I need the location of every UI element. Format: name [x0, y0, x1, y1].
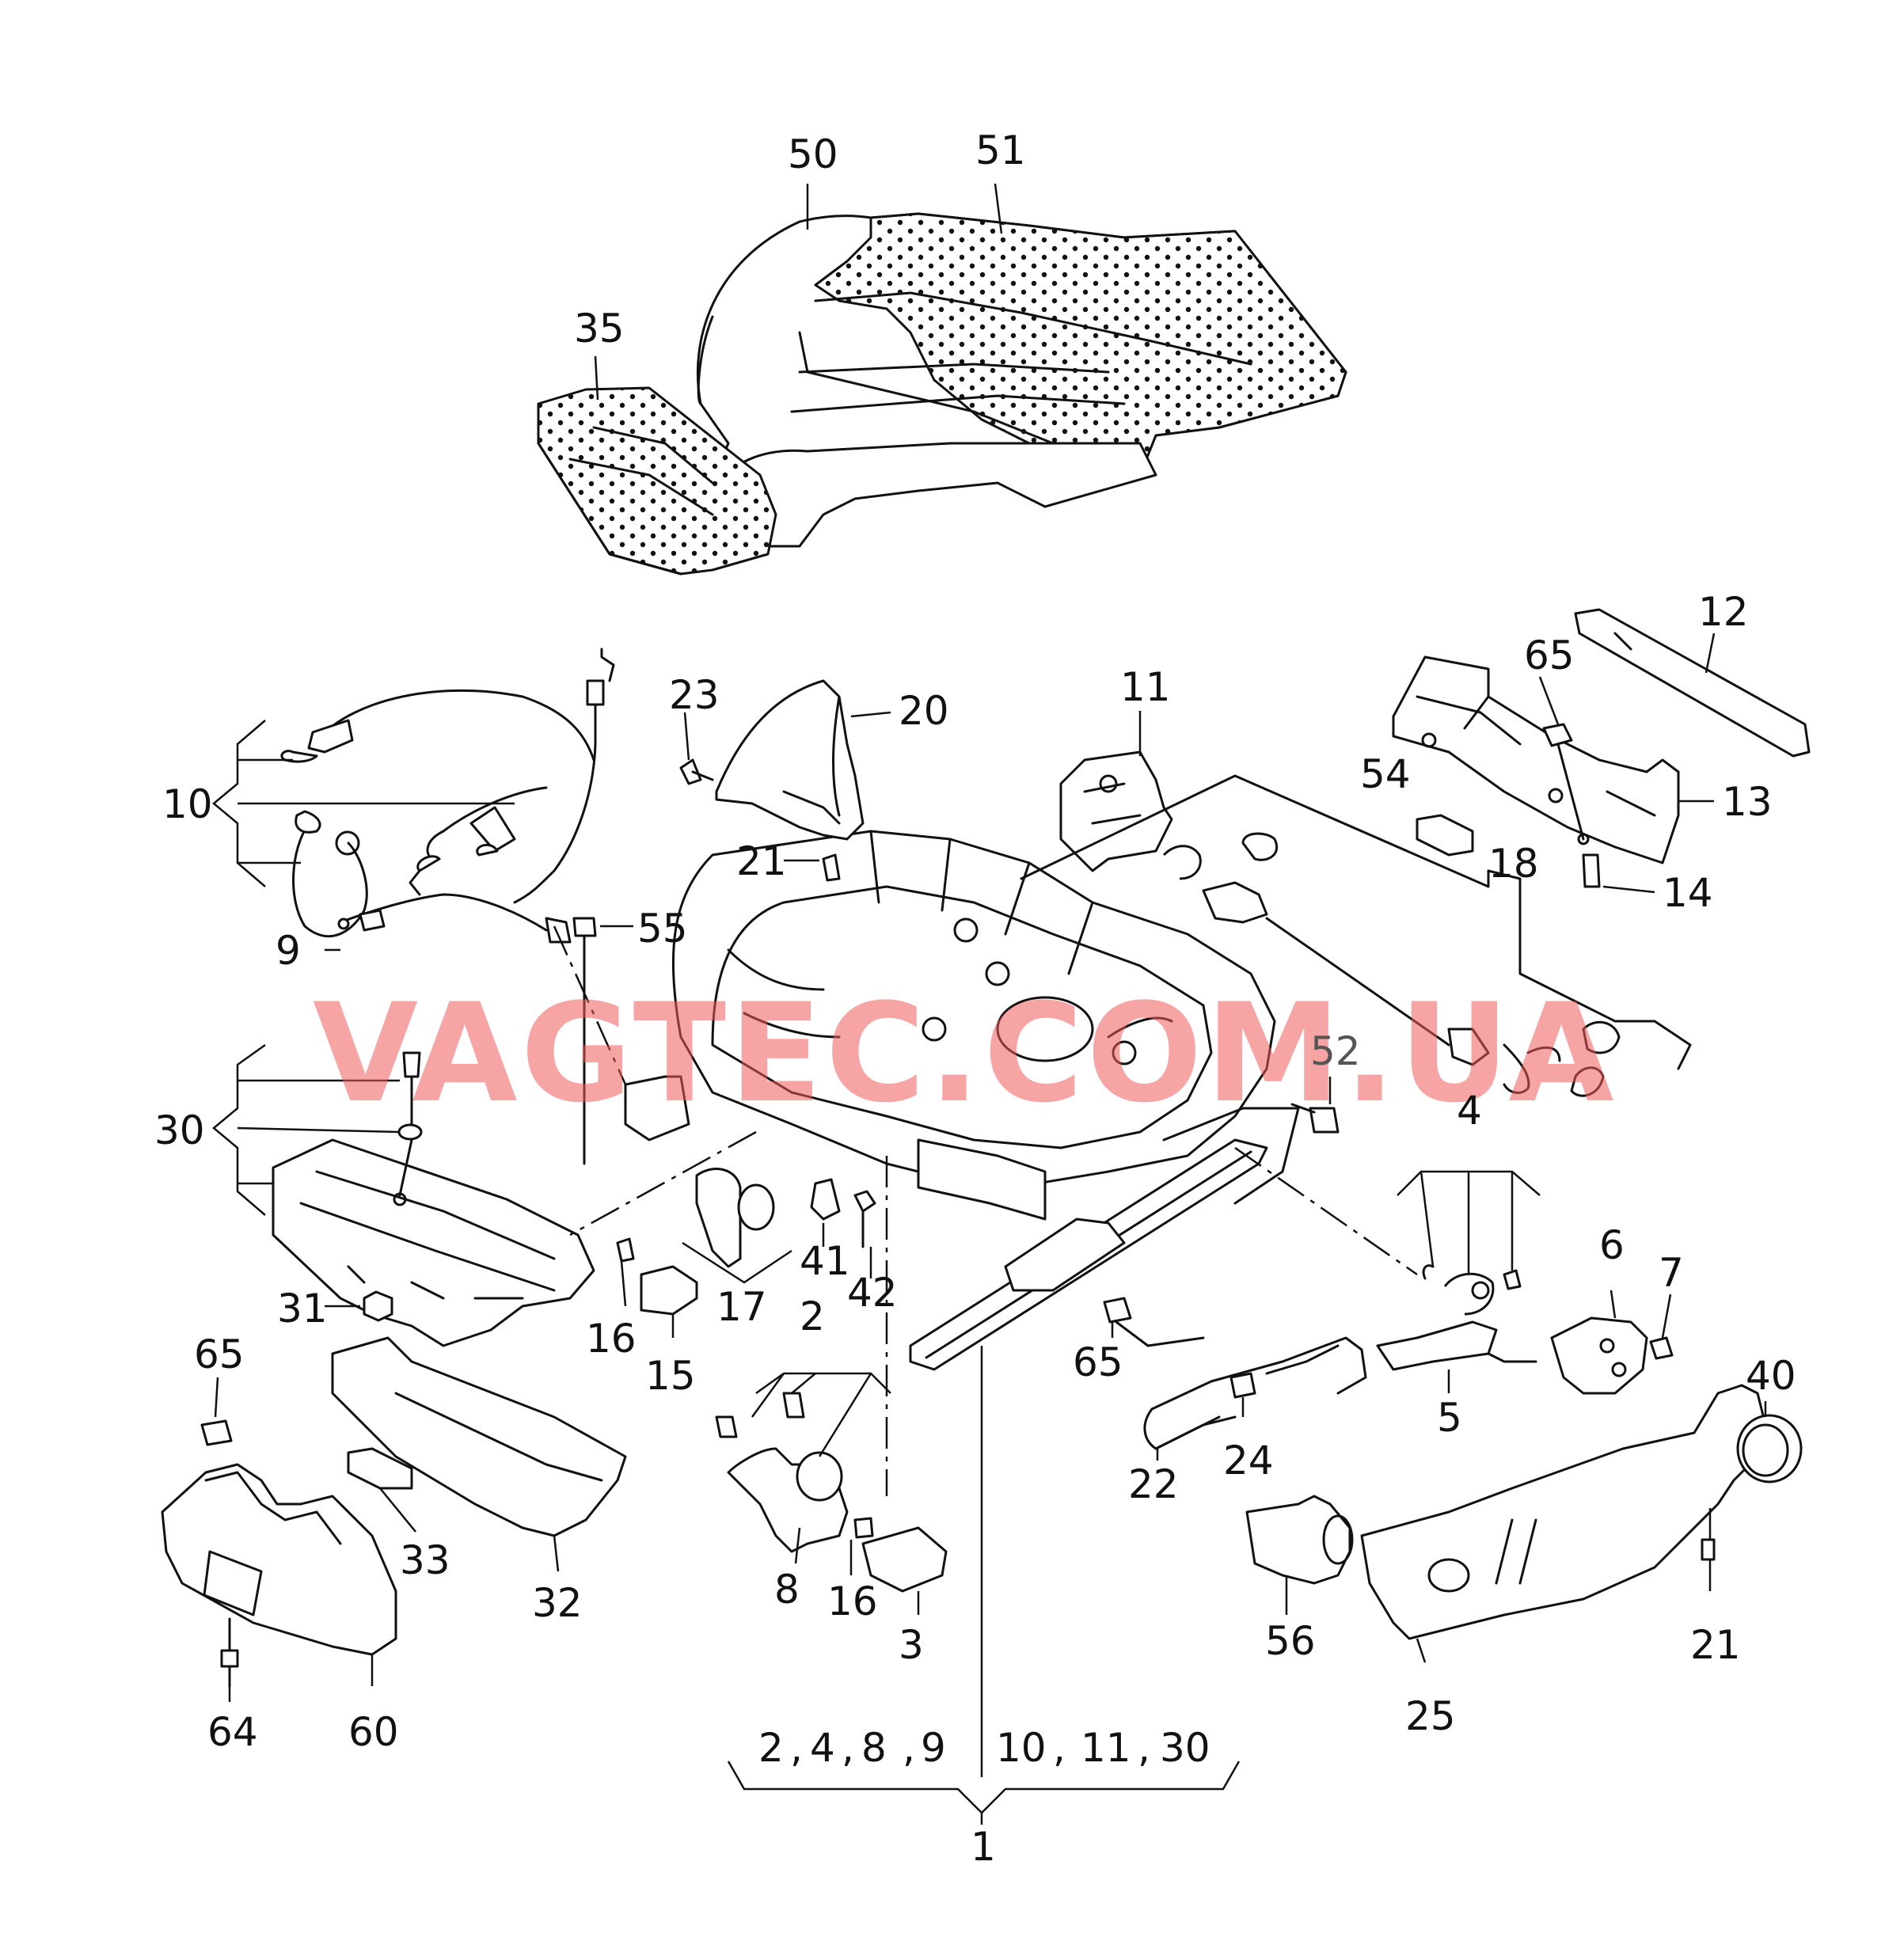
bracket-11-part	[1059, 750, 1173, 872]
callout-8: 8	[774, 1567, 800, 1613]
callout-30: 30	[154, 1107, 205, 1153]
part-4-part	[1422, 1264, 1522, 1316]
callout-55: 55	[637, 906, 688, 952]
bolt-55-part	[572, 917, 597, 1165]
callout-52: 52	[1310, 1028, 1361, 1074]
callout-1: 1	[971, 1824, 996, 1870]
callout-14: 14	[1663, 870, 1713, 916]
group-left-5: 8	[861, 1725, 887, 1771]
cap-40-part	[1736, 1414, 1803, 1483]
group-left-7: 9	[921, 1725, 946, 1771]
callout-24: 24	[1223, 1438, 1274, 1483]
watermark-text: VAGTEC.COM.UA	[313, 974, 1617, 1133]
callout-12: 12	[1698, 589, 1749, 635]
group-right-3: 11	[1081, 1725, 1131, 1771]
callout-7: 7	[1659, 1250, 1684, 1296]
callout-22: 22	[1128, 1461, 1179, 1507]
callout-51: 51	[975, 127, 1026, 173]
callout-3: 3	[899, 1622, 924, 1668]
callout-16-mid: 16	[827, 1578, 878, 1624]
rear-group-outline	[1020, 774, 1692, 1070]
group-right-1: 10	[996, 1725, 1047, 1771]
part-15-16-part	[616, 1237, 698, 1316]
cover-32-part	[331, 1336, 627, 1537]
callout-56: 56	[1265, 1618, 1316, 1664]
callout-4: 4	[1457, 1088, 1482, 1134]
callout-42: 42	[847, 1270, 898, 1316]
leader-lines	[212, 183, 1767, 1825]
callout-20: 20	[899, 688, 949, 734]
cover-6-part	[1550, 1316, 1648, 1395]
bolt-52-part	[1290, 1103, 1340, 1134]
callout-65-top: 65	[1524, 633, 1575, 678]
callout-23: 23	[669, 672, 720, 718]
callout-11: 11	[1120, 664, 1171, 710]
group-left-4: ,	[842, 1725, 854, 1771]
callout-16-left: 16	[586, 1316, 637, 1362]
side-trim-25-part	[1360, 1384, 1767, 1640]
clip-21-lower-part	[1701, 1538, 1716, 1561]
callout-65-left: 65	[194, 1331, 245, 1377]
callout-65-mid: 65	[1073, 1339, 1123, 1385]
callout-32: 32	[532, 1580, 583, 1626]
group-right-4: ,	[1138, 1725, 1150, 1771]
connector-18-part	[1162, 832, 1621, 1097]
callout-40: 40	[1746, 1353, 1796, 1399]
callout-labels: 50 51 35 12 65 11 23 20 54 13 10 21 18 1…	[154, 127, 1796, 1870]
group-left-1: 2	[758, 1725, 784, 1771]
clip-65-lower-left-part	[200, 1419, 233, 1446]
callout-18: 18	[1488, 841, 1539, 887]
group-left-3: 4	[810, 1725, 835, 1771]
part-33-part	[347, 1447, 413, 1490]
tray-30-part	[272, 1051, 595, 1347]
callout-17: 17	[716, 1284, 767, 1330]
clip-65-upper-part	[1542, 723, 1601, 888]
group-left-2: ,	[790, 1725, 803, 1771]
callout-13: 13	[1722, 779, 1773, 825]
shield-20-part	[715, 679, 865, 841]
seat-rail-part	[909, 1138, 1268, 1371]
callout-2: 2	[800, 1294, 825, 1339]
callout-5: 5	[1437, 1395, 1462, 1441]
callout-6: 6	[1599, 1222, 1625, 1268]
callout-64: 64	[207, 1709, 258, 1755]
callout-10: 10	[162, 781, 213, 827]
lever-5-part	[1376, 1320, 1537, 1371]
callout-21-bottom: 21	[1690, 1622, 1741, 1668]
cable-9-part	[337, 893, 572, 944]
handle-60-part	[161, 1463, 397, 1656]
callout-9: 9	[276, 928, 301, 974]
callout-21-top: 21	[736, 838, 787, 884]
callout-60: 60	[348, 1709, 399, 1755]
bracket-22-part	[1103, 1297, 1367, 1450]
sleeve-17-part	[695, 1168, 876, 1268]
bolt-23-part	[679, 758, 714, 785]
cushion-extension-part	[537, 386, 777, 576]
group-labels: 2 , 4 , 8 , 9 10 , 11 , 30	[758, 1725, 1210, 1771]
callout-33: 33	[400, 1537, 450, 1583]
clip-21-part	[822, 853, 841, 882]
callout-41: 41	[800, 1238, 850, 1284]
callout-31: 31	[277, 1286, 328, 1331]
bolt-7-part	[1649, 1336, 1674, 1360]
group-right-2: ,	[1053, 1725, 1066, 1771]
dashed-reference-lines	[553, 925, 1418, 1496]
callout-25: 25	[1405, 1693, 1456, 1739]
callout-50: 50	[788, 131, 838, 177]
nut-31-part	[363, 1290, 393, 1322]
rear-bar-part	[1574, 608, 1811, 758]
callout-15: 15	[645, 1353, 696, 1399]
group-right-5: 30	[1160, 1725, 1210, 1771]
seat-cushion-part	[695, 212, 1347, 548]
part-56-part	[1245, 1495, 1354, 1585]
group-left-6: ,	[903, 1725, 915, 1771]
rear-bracket-part	[1392, 655, 1680, 864]
actuator-54-part	[1416, 814, 1474, 857]
callout-35: 35	[574, 306, 625, 351]
cable-assembly-part	[280, 648, 615, 938]
seat-frame-part	[624, 830, 1300, 1221]
motor-assembly-part	[715, 1392, 948, 1593]
callout-54: 54	[1360, 751, 1411, 797]
